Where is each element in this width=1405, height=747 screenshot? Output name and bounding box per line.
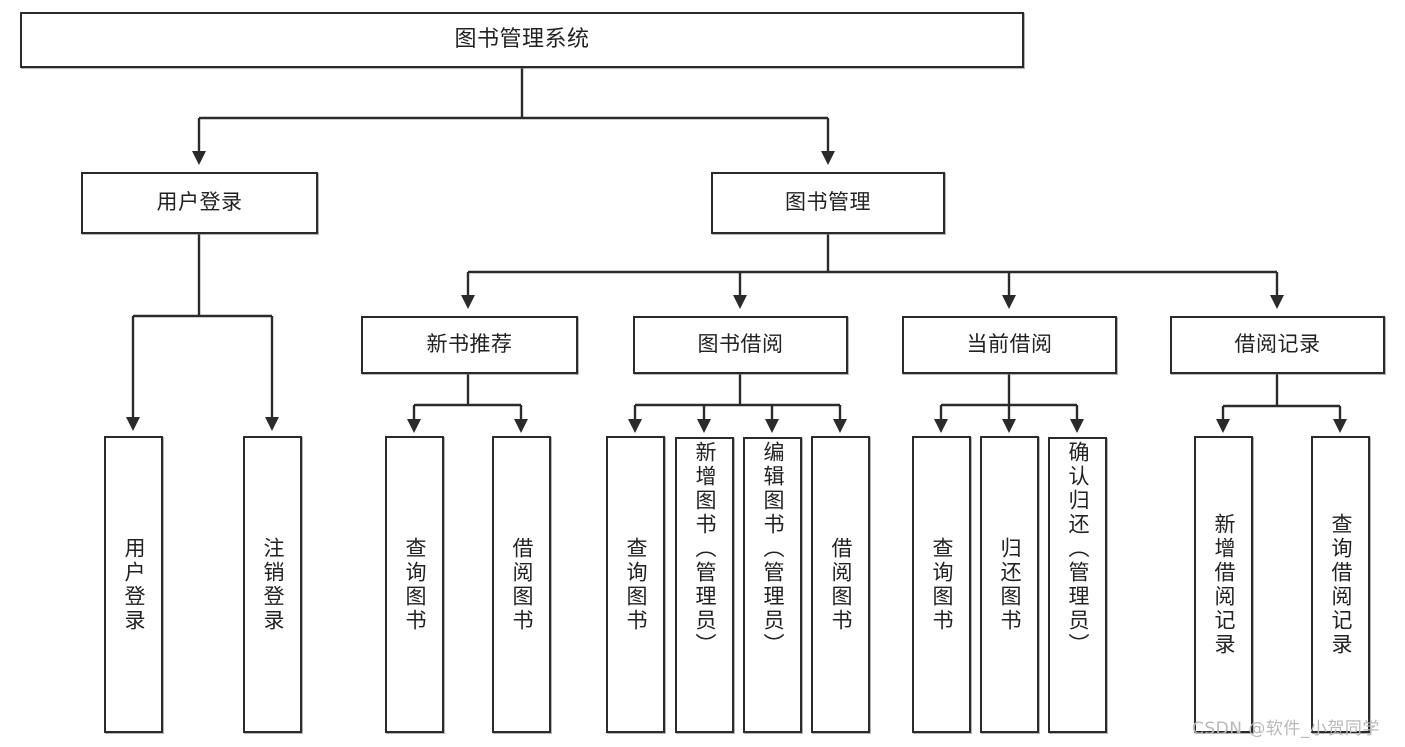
node-label: 借阅图书 <box>829 536 853 633</box>
leaf-borrow-book[interactable]: 借阅图书 <box>811 436 870 733</box>
leaf-query-borrow-record[interactable]: 查询借阅记录 <box>1311 436 1370 733</box>
leaf-user-login[interactable]: 用户登录 <box>104 436 163 733</box>
node-label: 确认归还（管理员） <box>1066 441 1090 657</box>
node-label: 编辑图书（管理员） <box>761 441 785 657</box>
leaf-add-book-admin[interactable]: 新增图书（管理员） <box>675 437 734 733</box>
node-book-borrow[interactable]: 图书借阅 <box>633 316 848 374</box>
node-label: 查询图书 <box>403 536 427 633</box>
csdn-watermark: CSDN @软件_小贺同学 <box>1192 719 1380 739</box>
node-label: 用户登录 <box>122 536 146 633</box>
leaf-query-book-borrow[interactable]: 查询图书 <box>606 436 665 733</box>
node-label: 注销登录 <box>261 536 285 633</box>
leaf-query-book-current[interactable]: 查询图书 <box>912 436 971 733</box>
node-label: 图书管理 <box>785 190 871 215</box>
node-user-login[interactable]: 用户登录 <box>81 172 318 234</box>
leaf-return-book[interactable]: 归还图书 <box>980 436 1039 733</box>
leaf-confirm-return-admin[interactable]: 确认归还（管理员） <box>1048 437 1107 733</box>
node-label: 借阅记录 <box>1234 332 1321 357</box>
node-label: 归还图书 <box>998 536 1022 633</box>
node-label: 查询图书 <box>930 536 954 633</box>
leaf-add-borrow-record[interactable]: 新增借阅记录 <box>1194 436 1253 733</box>
leaf-borrow-book-recommend[interactable]: 借阅图书 <box>492 436 551 733</box>
leaf-logout-login[interactable]: 注销登录 <box>243 436 302 733</box>
node-label: 图书借阅 <box>697 332 784 357</box>
node-label: 用户登录 <box>156 190 243 215</box>
leaf-edit-book-admin[interactable]: 编辑图书（管理员） <box>743 437 802 733</box>
node-label: 新增借阅记录 <box>1212 512 1236 657</box>
node-label: 新增图书（管理员） <box>693 441 717 657</box>
node-label: 借阅图书 <box>510 536 534 633</box>
node-label: 图书管理系统 <box>454 26 590 52</box>
node-label: 查询图书 <box>624 536 648 633</box>
leaf-query-book-recommend[interactable]: 查询图书 <box>385 436 444 733</box>
node-current-borrow[interactable]: 当前借阅 <box>902 316 1117 374</box>
node-book-management[interactable]: 图书管理 <box>711 172 945 234</box>
node-new-book-recommend[interactable]: 新书推荐 <box>361 316 578 374</box>
node-label: 当前借阅 <box>966 332 1053 357</box>
node-label: 查询借阅记录 <box>1329 512 1353 657</box>
node-borrow-record[interactable]: 借阅记录 <box>1170 316 1385 374</box>
node-label: 新书推荐 <box>426 332 513 357</box>
node-root-system[interactable]: 图书管理系统 <box>20 12 1024 68</box>
